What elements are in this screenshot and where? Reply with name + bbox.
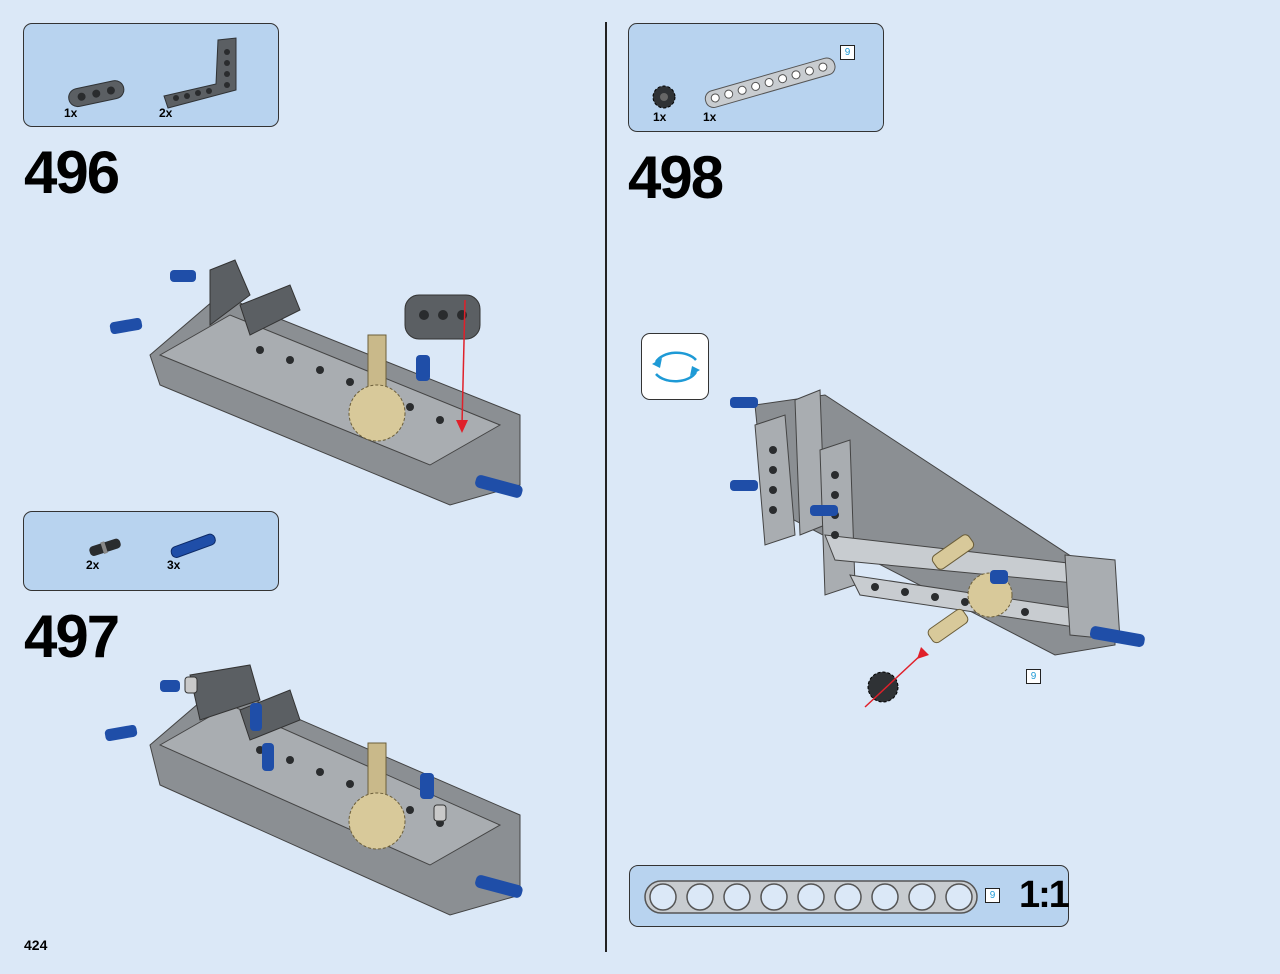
part-qty: 1x: [653, 110, 667, 124]
beam-9-scale-icon: [644, 880, 978, 914]
beam-hole: [871, 883, 899, 911]
scale-label: 1:1: [1019, 874, 1070, 916]
l-beam-dark-gray-icon: [163, 37, 237, 109]
beam-hole: [797, 883, 825, 911]
part-qty: 1x: [64, 106, 78, 120]
part-qty: 3x: [167, 558, 181, 572]
beam-hole: [834, 883, 862, 911]
beam-hole: [723, 883, 751, 911]
rotate-model-icon: [641, 333, 709, 400]
length-tag: 9: [1026, 669, 1041, 684]
beam-9-light-gray-icon: [704, 57, 836, 108]
part-qty: 1x: [703, 110, 717, 124]
scale-reference-box: 9: [629, 865, 1069, 927]
parts-callout-498: 1x 1x 9: [628, 23, 884, 132]
parts-callout-496: 1x 2x: [23, 23, 279, 127]
step-number-497: 497: [24, 603, 120, 670]
beam-hole: [649, 883, 677, 911]
rotate-arrows-icon: [652, 351, 700, 383]
pin-with-friction-black-icon: [89, 538, 121, 556]
beam-hole: [686, 883, 714, 911]
model-illustration-496: [109, 259, 523, 506]
step-number-498: 498: [628, 144, 724, 211]
parts-callout-497: 2x 3x: [23, 511, 279, 591]
gear-black-icon: [652, 85, 676, 109]
beam-hole: [760, 883, 788, 911]
length-tag: 9: [985, 888, 1000, 903]
column-divider: [605, 22, 607, 952]
model-illustration-498: [730, 389, 1145, 708]
length-tag: 9: [840, 45, 855, 60]
part-qty: 2x: [159, 106, 173, 120]
beam-3-dark-gray-icon: [68, 80, 125, 108]
beam-hole: [908, 883, 936, 911]
beam-hole: [945, 883, 973, 911]
page-number: 424: [24, 937, 48, 953]
model-illustration-497: [104, 664, 523, 916]
part-qty: 2x: [86, 558, 100, 572]
axle-pin-blue-icon: [170, 533, 216, 558]
step-number-496: 496: [24, 139, 120, 206]
